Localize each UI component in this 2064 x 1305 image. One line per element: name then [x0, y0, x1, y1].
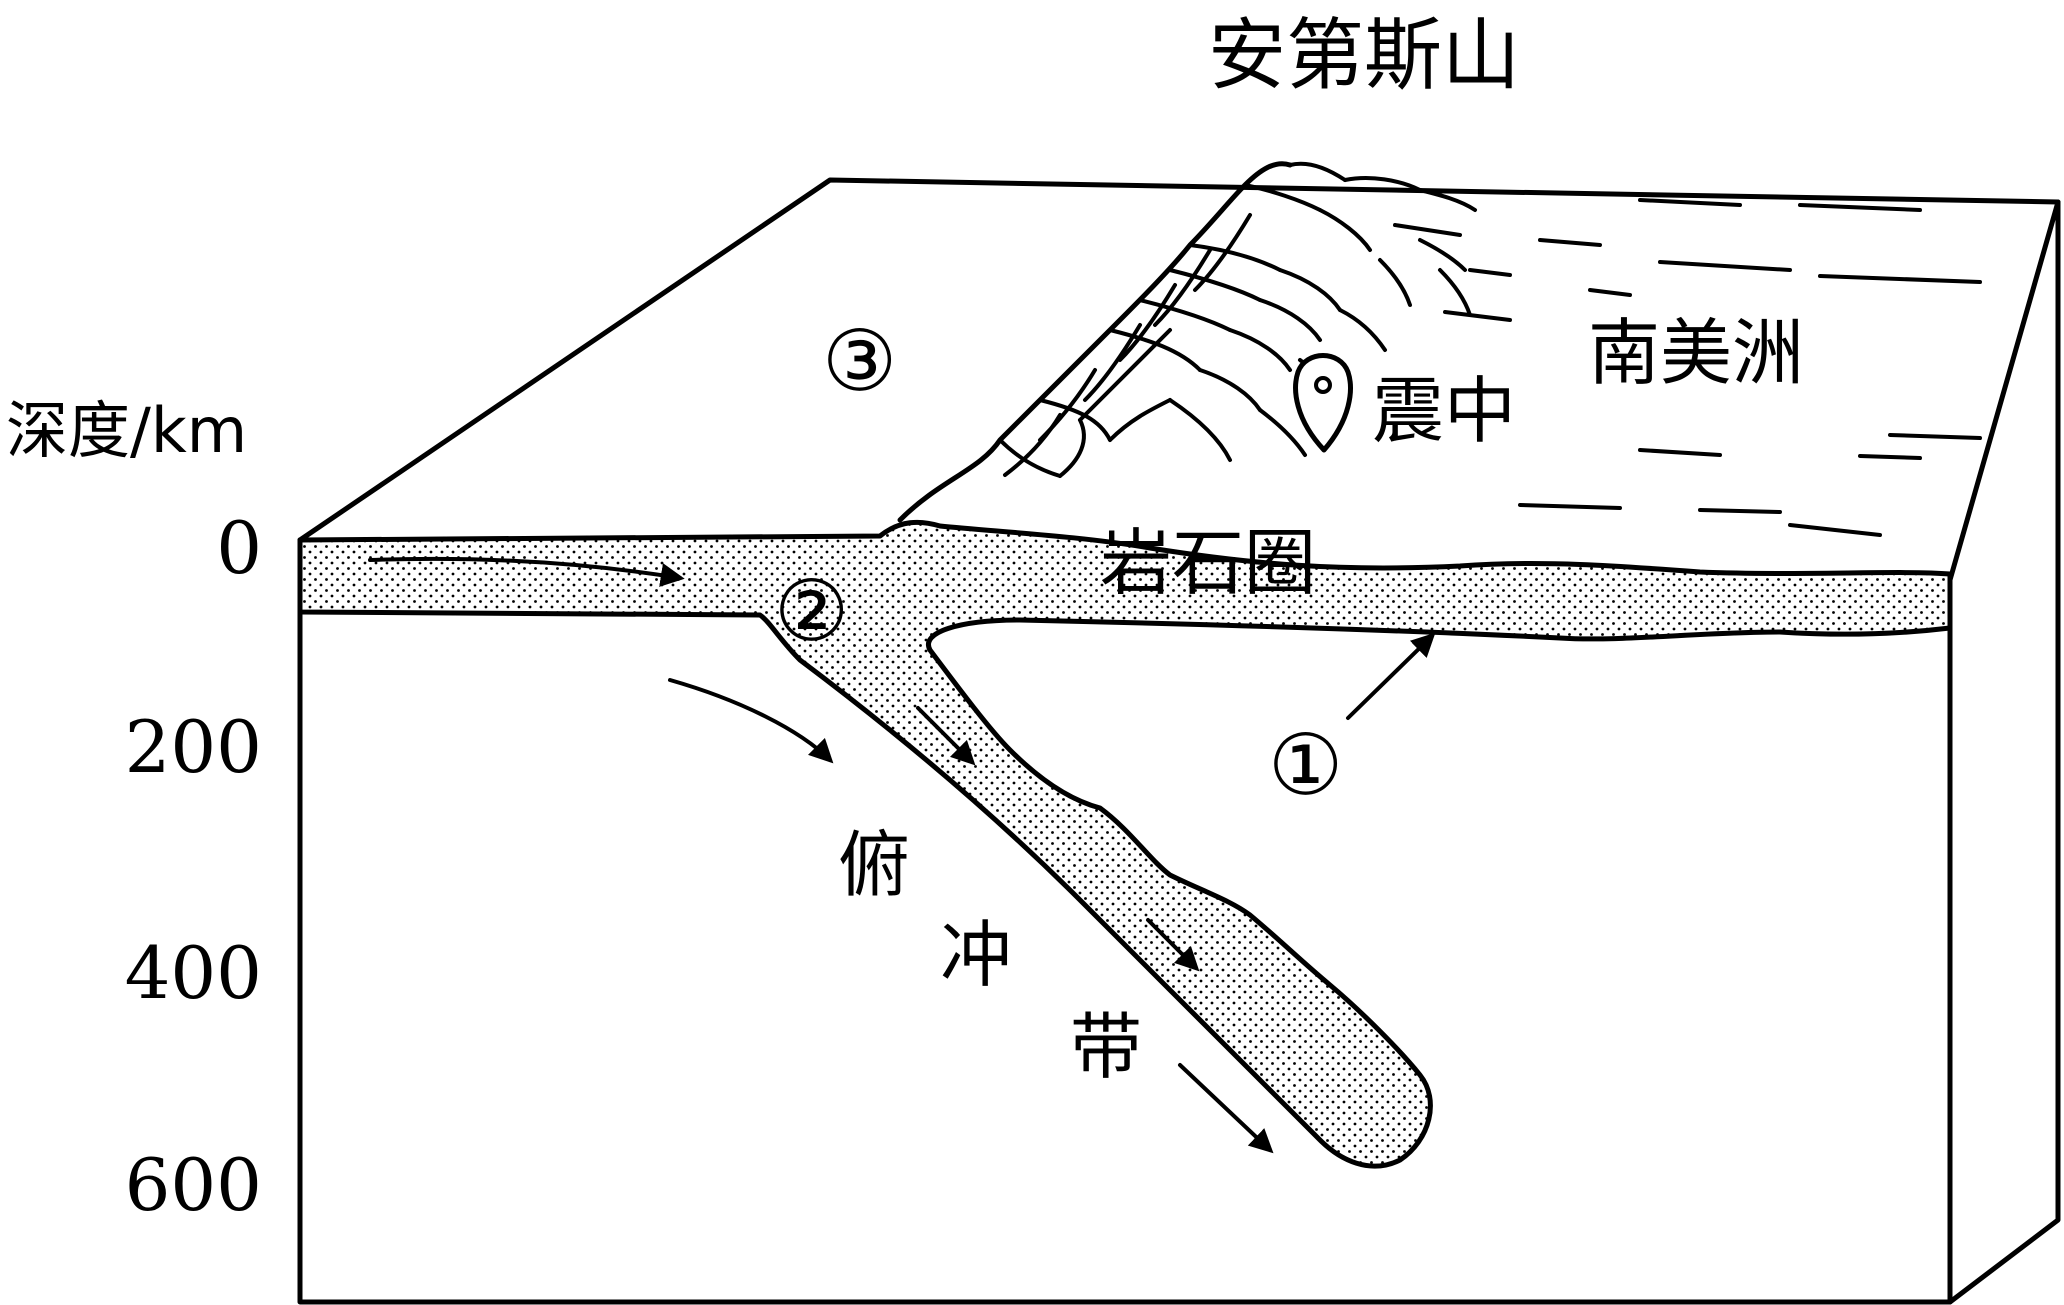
block-right-face — [1947, 199, 2061, 1305]
depth-tick-400: 400 — [125, 931, 262, 1015]
marker-two: ② — [774, 562, 849, 660]
label-subduction-3: 带 — [1070, 1005, 1142, 1089]
label-south-america: 南美洲 — [1588, 311, 1804, 395]
focus-pin-dot — [1314, 376, 1332, 394]
lithosphere-band — [297, 519, 1953, 1169]
plateau-dashes — [1393, 198, 1982, 537]
label-focus: 震中 — [1372, 369, 1516, 453]
depth-tick-0: 0 — [216, 506, 262, 590]
depth-tick-600: 600 — [125, 1143, 262, 1227]
block-top-face — [297, 177, 2061, 583]
slab-arrow-1 — [916, 706, 976, 766]
andes-mountains — [897, 161, 1477, 523]
plate-motion-arrow — [368, 556, 685, 587]
slab-arrow-2 — [1146, 918, 1200, 972]
depth-axis-label: 深度/km — [6, 394, 247, 467]
label-subduction-2: 冲 — [940, 913, 1012, 997]
focus-pin-icon — [1293, 353, 1353, 453]
mantle-flow-arrow-1 — [668, 678, 834, 764]
block-front-face — [297, 537, 1953, 1305]
marker-three: ③ — [822, 312, 897, 410]
label-subduction-1: 俯 — [838, 823, 910, 907]
slab-arrow-3 — [1178, 1063, 1274, 1154]
block-outline — [297, 177, 2061, 1305]
depth-tick-200: 200 — [125, 705, 262, 789]
title-andes: 安第斯山 — [1208, 11, 1520, 101]
marker-one: ① — [1268, 716, 1343, 814]
motion-arrows — [368, 556, 1436, 1154]
upwelling-arrow — [1346, 632, 1436, 720]
label-lithosphere: 岩石圈 — [1100, 521, 1316, 605]
